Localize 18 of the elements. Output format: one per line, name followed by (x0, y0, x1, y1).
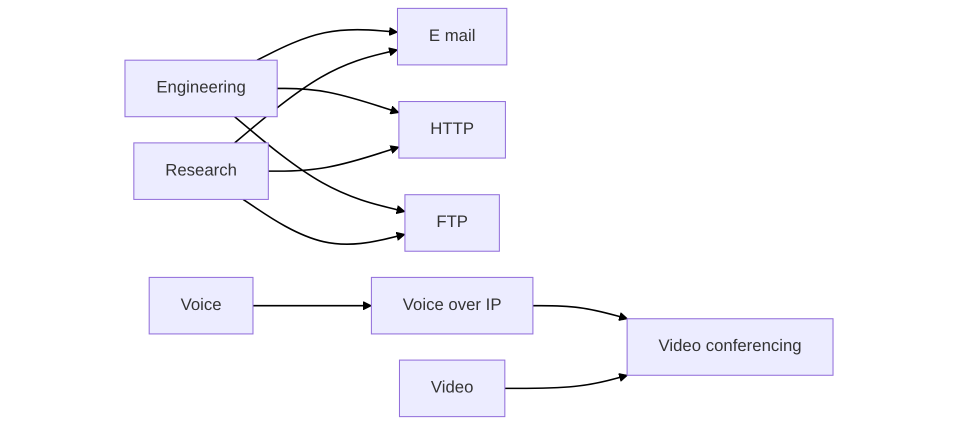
arrow (256, 26, 398, 61)
arrow (234, 47, 398, 144)
node-box: Voice (148, 276, 254, 334)
arrow (532, 304, 628, 321)
arrow (252, 301, 372, 310)
arrow (268, 145, 400, 172)
node-box: Video (398, 360, 506, 418)
arrow (277, 88, 400, 114)
node-box: FTP (404, 194, 500, 252)
node-box: E mail (396, 8, 508, 66)
node-box: HTTP (398, 101, 506, 159)
node-box: Research (133, 142, 269, 200)
node-box: Video conferencing (626, 318, 834, 376)
arrow (234, 116, 406, 214)
arrow (242, 198, 406, 245)
arrow (504, 373, 628, 390)
node-box: Engineering (124, 60, 278, 118)
node-box: Voice over IP (370, 276, 534, 334)
